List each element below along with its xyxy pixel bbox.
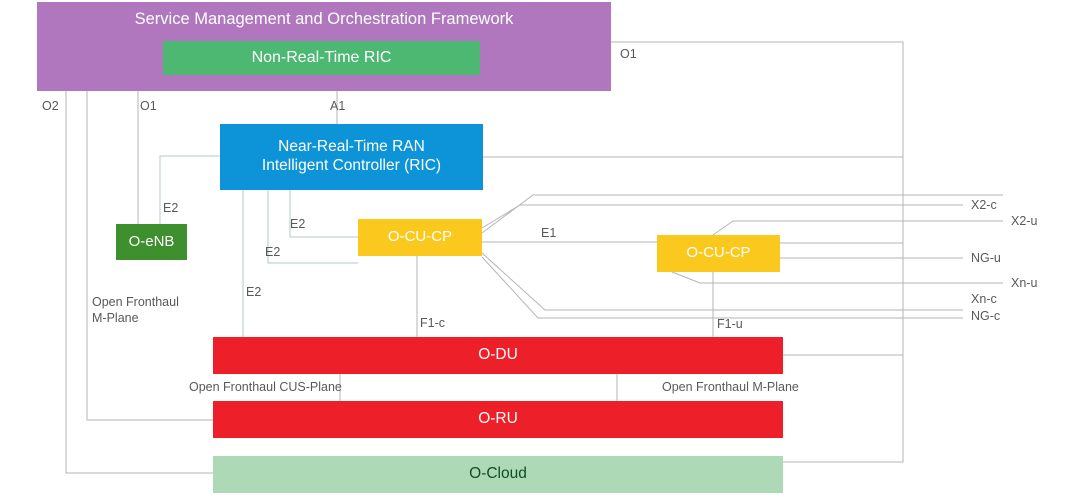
o-du-box[interactable]: O-DU [213, 337, 783, 374]
interface-label-o1-top-right: O1 [620, 47, 637, 61]
interface-label-open-fronthaul-cus-plane: Open Fronthaul CUS-Plane [189, 380, 342, 394]
non-rt-ric-box[interactable]: Non-Real-Time RIC [163, 41, 480, 75]
interface-label-e2-odu: E2 [246, 285, 262, 299]
interface-label-open-fronthaul-mplane: Open Fronthaul M-Plane [662, 380, 799, 394]
interface-label-e1: E1 [541, 226, 557, 240]
o-enb-label: O-eNB [128, 232, 175, 250]
near-rt-ric-box[interactable]: Near-Real-Time RAN Intelligent Controlle… [220, 124, 483, 190]
interface-label-f1u: F1-u [717, 317, 743, 331]
near-rt-ric-label: Near-Real-Time RAN Intelligent Controlle… [261, 138, 442, 174]
interface-label-e2-ocucp: E2 [290, 217, 306, 231]
interface-label-ngc: NG-c [971, 309, 1001, 323]
interface-label-e2-oenb: E2 [163, 201, 179, 215]
o-du-label: O-DU [478, 346, 518, 364]
interface-label-open-fronthaul-mplane-left: Open Fronthaul M-Plane [92, 295, 179, 325]
interface-label-f1c: F1-c [420, 316, 445, 330]
o-enb-box[interactable]: O-eNB [116, 224, 187, 260]
interface-label-a1: A1 [330, 99, 346, 113]
o-cu-up-label: O-CU-CP [686, 244, 751, 262]
o-cu-up-box[interactable]: O-CU-CP [657, 235, 780, 272]
o-cloud-box[interactable]: O-Cloud [213, 456, 783, 493]
o-cu-cp-label: O-CU-CP [387, 228, 453, 246]
interface-label-o1-left: O1 [140, 99, 157, 113]
o-ru-box[interactable]: O-RU [213, 401, 783, 438]
interface-label-xnc: Xn-c [971, 292, 997, 306]
interface-label-xnu: Xn-u [1011, 276, 1038, 290]
interface-label-ngu: NG-u [971, 251, 1001, 265]
smo-framework-label: Service Management and Orchestration Fra… [134, 10, 514, 28]
o-cu-cp-box[interactable]: O-CU-CP [358, 219, 482, 256]
interface-label-x2c: X2-c [971, 198, 997, 212]
interface-label-e2-mid: E2 [265, 245, 281, 259]
o-cloud-label: O-Cloud [469, 465, 527, 483]
interface-label-o2: O2 [42, 99, 59, 113]
non-rt-ric-label: Non-Real-Time RIC [251, 49, 392, 67]
o-ru-label: O-RU [478, 410, 518, 428]
interface-label-x2u: X2-u [1011, 214, 1038, 228]
